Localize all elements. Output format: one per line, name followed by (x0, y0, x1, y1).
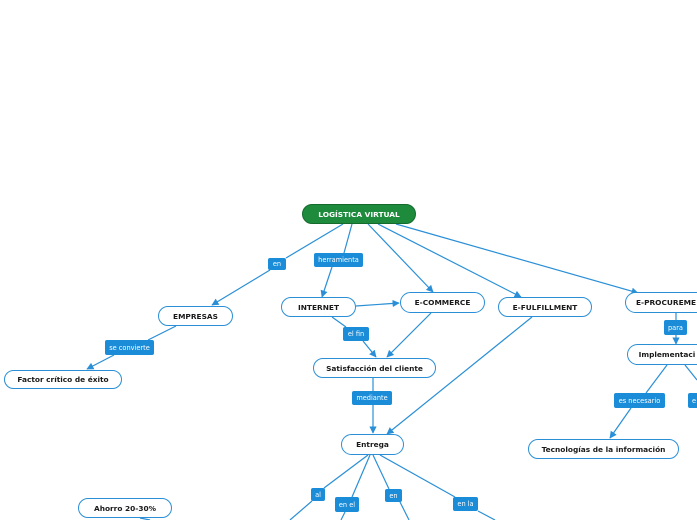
link-label-al: al (311, 488, 325, 501)
link-label-herramienta: herramienta (314, 253, 363, 267)
link-label-el-fin: el fin (343, 327, 369, 341)
link-label-right-cut: e (688, 393, 697, 408)
link-label-en-el: en el (335, 497, 359, 512)
edge-empresas-seconvierte (147, 325, 177, 341)
edge-entrega-en (372, 454, 390, 490)
edge-root-efulfillment (377, 223, 522, 298)
edge-ecommerce-satisfaccion (386, 312, 432, 358)
edge-al-down (289, 500, 313, 520)
link-label-para: para (664, 320, 687, 335)
link-label-es-necesario: es necesario (614, 393, 665, 408)
edge-esnecesario-tecnologias (609, 407, 632, 439)
edge-entrega-enla (379, 454, 456, 498)
edge-implementacion-right (684, 364, 697, 381)
edge-enla-down (477, 510, 496, 520)
root-node-logistica-virtual[interactable]: LOGÍSTICA VIRTUAL (302, 204, 416, 224)
node-entrega[interactable]: Entrega (341, 434, 404, 455)
link-label-se-convierte: se convierte (105, 340, 154, 355)
edge-elfin-satisfaccion (362, 340, 377, 358)
edge-root-en (285, 223, 344, 259)
link-label-mediante: mediante (352, 391, 392, 405)
link-label-en: en (268, 258, 286, 270)
edge-efulfillment-entrega (386, 316, 533, 435)
node-ahorro[interactable]: Ahorro 20-30% (78, 498, 172, 518)
node-internet[interactable]: INTERNET (281, 297, 356, 317)
edge-root-herramienta (343, 223, 353, 254)
node-implementacion[interactable]: Implementaci (627, 344, 697, 365)
link-label-en-b: en (385, 489, 402, 502)
edge-enel-down (340, 511, 346, 520)
edge-herramienta-internet (320, 266, 333, 298)
edge-root-eprocurement (395, 223, 639, 295)
edge-en-empresas (211, 269, 271, 306)
edge-root-ecommerce (367, 223, 434, 293)
edge-internet-ecommerce (355, 299, 400, 308)
node-satisfaccion-cliente[interactable]: Satisfacción del cliente (313, 358, 436, 378)
node-factor-critico[interactable]: Factor crítico de éxito (4, 370, 122, 389)
node-e-procurement[interactable]: E-PROCUREME (625, 292, 697, 313)
node-empresas[interactable]: EMPRESAS (158, 306, 233, 326)
node-e-commerce[interactable]: E-COMMERCE (400, 292, 485, 313)
link-label-en-la: en la (453, 497, 478, 511)
edge-seconvierte-factor (86, 354, 115, 370)
edge-entrega-enel (351, 454, 371, 498)
node-e-fulfillment[interactable]: E-FULFILLMENT (498, 297, 592, 317)
edge-internet-elfin (331, 316, 347, 328)
node-tecnologias-informacion[interactable]: Tecnologías de la información (528, 439, 679, 459)
edge-entrega-al (323, 454, 369, 489)
edge-implementacion-esnecesario (645, 364, 668, 394)
edge-en-down (399, 501, 410, 520)
